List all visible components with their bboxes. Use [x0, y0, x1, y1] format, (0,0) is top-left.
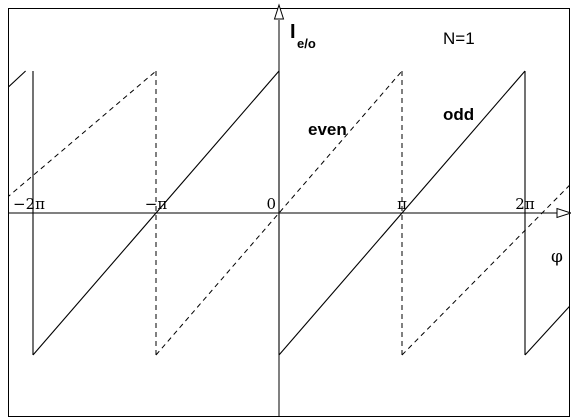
n-annotation: N=1 [443, 29, 475, 48]
series-odd-segment [278, 70, 526, 356]
x-tick-label: 2π [515, 195, 535, 213]
series-label-even: even [308, 120, 347, 139]
series-odd-segment [8, 70, 26, 89]
x-axis-arrow [556, 207, 571, 219]
x-tick-label: 0 [266, 195, 276, 213]
chart-marks [8, 70, 570, 356]
x-tick-label: −2π [13, 195, 45, 213]
x-tick-label: π [397, 195, 407, 213]
series-even-segment [8, 70, 157, 198]
series-odd-segment [524, 305, 570, 356]
x-tick-labels: −2π −π 0 π 2π [13, 195, 535, 213]
series-odd-segment [32, 70, 280, 356]
x-tick-label: −π [145, 195, 168, 213]
y-axis-label-subscript: e/o [297, 36, 316, 51]
y-axis-label: I [290, 21, 296, 43]
y-axis-arrow [273, 3, 285, 20]
series-even-segment [401, 184, 570, 356]
x-axis-label: φ [551, 247, 563, 267]
series-label-odd: odd [443, 105, 474, 124]
